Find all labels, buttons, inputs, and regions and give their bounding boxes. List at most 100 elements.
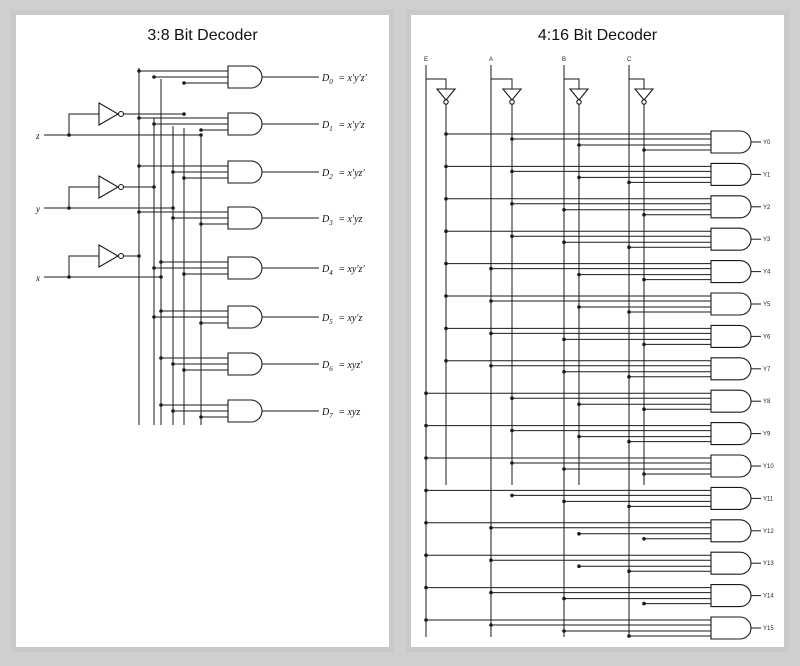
junction-dot (424, 618, 428, 622)
junction-dot (424, 456, 428, 460)
inverter-x (98, 244, 120, 268)
junction-dot (642, 342, 646, 347)
output-label-d2: D2 = x′yz′ (321, 168, 365, 181)
and-gate-d1 (227, 112, 263, 136)
junction-dot (627, 180, 631, 185)
junction-dot (510, 428, 514, 433)
junction-dot (562, 629, 566, 633)
junction-dot (562, 596, 566, 601)
junction-dot (642, 472, 646, 476)
output-label-y5: Y5 (763, 302, 771, 308)
junction-dot (489, 623, 493, 627)
junction-dot (444, 197, 448, 201)
junction-dot (444, 229, 448, 233)
junction-dot (642, 277, 646, 282)
junction-dot (489, 266, 493, 271)
and-gate-y15 (710, 616, 752, 640)
junction-dot (159, 403, 163, 407)
junction-dot (199, 415, 203, 419)
output-label-y7: Y7 (763, 367, 771, 373)
input-label-E: E (424, 57, 428, 63)
inverter-B-bubble (576, 99, 582, 105)
junction-dot (562, 370, 566, 374)
and-gate-d4 (227, 256, 263, 280)
junction-dot (424, 521, 428, 525)
junction-dot (444, 294, 448, 298)
junction-dot (444, 164, 448, 169)
junction-dot (159, 309, 163, 313)
and-gate-y3 (710, 227, 752, 251)
junction-dot (171, 170, 175, 174)
junction-dot (199, 321, 203, 325)
and-gate-d7 (227, 399, 263, 423)
junction-dot (642, 213, 646, 217)
junction-dot (510, 169, 514, 174)
inverter-y (98, 175, 120, 199)
inverter-C (633, 88, 655, 101)
and-gate-d3 (227, 206, 263, 230)
junction-dot (642, 148, 646, 152)
junction-dot (152, 266, 156, 270)
junction-dot (627, 310, 631, 314)
inverter-E (435, 88, 457, 101)
junction-dot (424, 553, 428, 557)
junction-dot (627, 245, 631, 249)
inverter-feed-E (426, 78, 447, 89)
junction-dot (510, 396, 514, 401)
junction-dot (137, 210, 141, 214)
junction-dot (199, 222, 203, 226)
and-gate-d0 (227, 65, 263, 89)
output-label-d4: D4 = xy′z′ (321, 264, 365, 277)
inverter-feed-C (629, 78, 645, 89)
junction-dot (444, 359, 448, 363)
and-gate-y5 (710, 292, 752, 316)
junction-dot (489, 558, 493, 562)
and-gate-y13 (710, 551, 752, 575)
output-label-d0: D0 = x′y′z′ (321, 73, 368, 86)
junction-dot (489, 299, 493, 303)
junction-dot (182, 176, 186, 180)
inverter-feed-x (68, 255, 99, 277)
output-label-y15: Y15 (763, 626, 774, 632)
junction-dot (627, 569, 631, 573)
and-gate-y0 (710, 130, 752, 154)
junction-dot (137, 69, 141, 73)
decoder-4-16-title: 4:16 Bit Decoder (537, 27, 658, 44)
junction-dot (510, 234, 514, 238)
junction-dot (577, 175, 581, 180)
junction-dot (444, 326, 448, 331)
junction-dot (510, 493, 514, 498)
junction-dot (171, 409, 175, 413)
and-gate-d6 (227, 352, 263, 376)
junction-dot (510, 461, 514, 465)
output-label-d7: D7 = xyz (321, 407, 360, 420)
junction-dot (627, 439, 631, 444)
and-gate-y10 (710, 454, 752, 478)
junction-dot (562, 337, 566, 342)
input-label-A: A (489, 57, 493, 63)
junction-dot (424, 585, 428, 590)
output-label-y11: Y11 (763, 496, 774, 502)
junction-dot (577, 564, 581, 568)
junction-dot (444, 261, 448, 266)
junction-dot (182, 81, 186, 85)
junction-dot (182, 368, 186, 372)
junction-dot (577, 434, 581, 439)
junction-dot (489, 590, 493, 595)
output-label-y0: Y0 (763, 140, 771, 146)
input-label-B: B (562, 57, 566, 63)
and-gate-y9 (710, 422, 752, 446)
junction-dot (510, 137, 514, 141)
junction-dot (642, 407, 646, 412)
junction-dot (424, 423, 428, 428)
output-label-d6: D6 = xyz′ (321, 360, 363, 373)
inverter-A (501, 88, 523, 101)
inverter-A-bubble (509, 99, 515, 105)
output-label-y6: Y6 (763, 334, 771, 340)
output-label-y8: Y8 (763, 399, 771, 405)
input-label-C: C (627, 57, 632, 63)
junction-dot (182, 272, 186, 276)
